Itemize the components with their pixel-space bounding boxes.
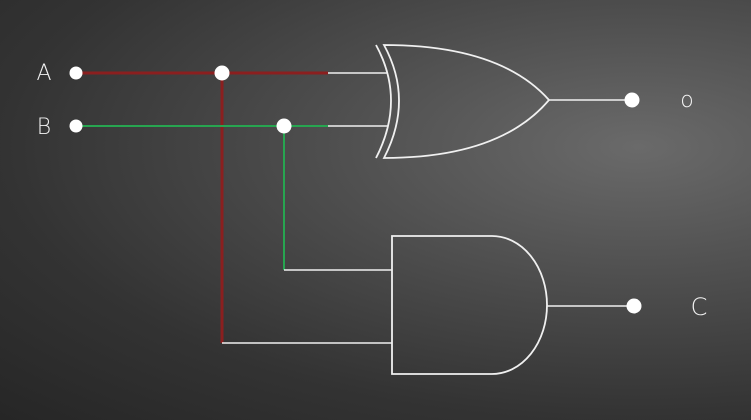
output-o-node xyxy=(624,92,640,108)
xor-gate xyxy=(375,44,551,159)
input-a-node xyxy=(69,66,83,80)
and-gate xyxy=(391,235,548,375)
output-label-c: C xyxy=(691,293,708,321)
output-c-node xyxy=(626,298,642,314)
input-b-node xyxy=(69,119,83,133)
junction-a-node xyxy=(214,65,230,81)
input-label-b: B xyxy=(37,115,51,140)
output-label-o: o xyxy=(680,88,693,113)
input-label-a: A xyxy=(36,61,51,86)
junction-b-node xyxy=(276,118,292,134)
xor-gate-body xyxy=(382,44,551,159)
xor-gate-back-curve xyxy=(375,44,392,159)
